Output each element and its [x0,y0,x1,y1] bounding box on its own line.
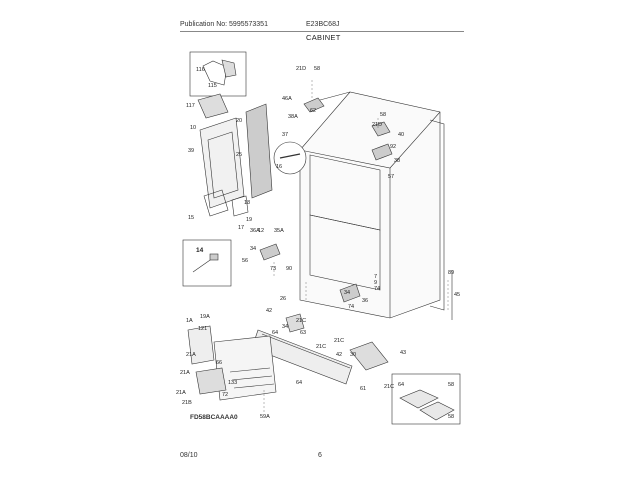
callout-label: 64 [296,380,302,386]
callout-label: 21C [296,318,306,324]
callout-label: 90 [286,266,292,272]
callout-label: 58 [448,414,454,420]
callout-label: 46A [282,96,292,102]
footer-date: 08/10 [180,452,198,459]
callout-label: 21A [180,370,190,376]
callout-label: 21D [296,66,306,72]
callout-label: 116 [196,67,205,73]
callout-label: 16 [276,164,282,170]
callout-label: 42 [266,308,272,314]
callout-label: 89 [448,270,454,276]
section-title: CABINET [306,33,341,42]
callout-label: 21C [334,338,344,344]
callout-label: 7 [374,274,377,280]
callout-label: 36A [250,228,260,234]
callout-label: 19 [246,217,252,223]
callout-label: 14 [196,247,204,254]
callout-label: 121 [198,326,207,332]
callout-label: 40 [398,132,404,138]
cabinet-body [299,91,441,319]
detail-circle [273,141,307,175]
callout-label: 38A [288,114,298,120]
inset-box-90 [182,239,232,287]
callout-label: 74 [348,304,354,310]
callout-label: 35A [274,228,284,234]
callout-label: 62 [310,108,316,114]
callout-label: 64 [272,330,278,336]
callout-label: 74 [374,286,380,292]
callout-label: 58 [314,66,320,72]
callout-label: 17 [238,225,244,231]
callout-label: 21D [372,122,382,128]
callout-label: 66 [216,360,222,366]
callout-label: 92 [390,144,396,150]
callout-label: 18 [244,200,250,206]
footer-page-number: 6 [318,452,322,459]
callout-label: 58 [380,112,386,118]
callout-label: 63 [300,330,306,336]
callout-label: 61 [360,386,366,392]
callout-label: 34 [250,246,256,252]
callout-label: 26 [280,296,286,302]
callout-label: 30 [350,352,356,358]
callout-label: 133 [228,380,237,386]
door-liner-assembly [199,117,245,209]
callout-label: 117 [186,103,195,109]
callout-label: 12 [258,228,264,234]
callout-label: 73 [270,266,276,272]
callout-label: 56 [242,258,248,264]
callout-label: 39 [188,148,194,154]
callout-label: 19A [200,314,210,320]
inset-box-116 [189,51,247,97]
callout-label: 15 [188,215,194,221]
callout-label: 34 [282,324,288,330]
callout-label: 64 [398,382,404,388]
callout-label: 21C [316,344,326,350]
callout-label: 38 [394,158,400,164]
callout-label: 1A [186,318,193,324]
callout-label: 37 [282,132,288,138]
callout-label: 43 [400,350,406,356]
callout-label: 34 [344,290,350,296]
callout-label: 20 [236,118,242,124]
callout-label: 25 [236,152,242,158]
callout-label: 58 [448,382,454,388]
callout-label: 21A [186,352,196,358]
callout-label: 57 [388,174,394,180]
callout-label: 21B [182,400,192,406]
callout-label: 45 [454,292,460,298]
callout-label: 10 [190,125,196,131]
callout-label: 42 [336,352,342,358]
callout-label: 21A [176,390,186,396]
diagram-code: FD58BCAAAA0 [190,414,238,421]
publication-number: Publication No: 5995573351 [180,21,268,28]
callout-label: 115 [208,83,217,89]
header-divider [180,31,464,32]
callout-label: 21C [384,384,394,390]
callout-label: 36 [362,298,368,304]
callout-labels: 116 115 117 10 20 39 25 16 15 17 18 19 2… [176,66,460,420]
model-number: E23BC68J [306,21,340,28]
callout-label: 9 [374,280,377,286]
callout-label: 72 [222,392,228,398]
callout-label: 59A [260,414,270,420]
